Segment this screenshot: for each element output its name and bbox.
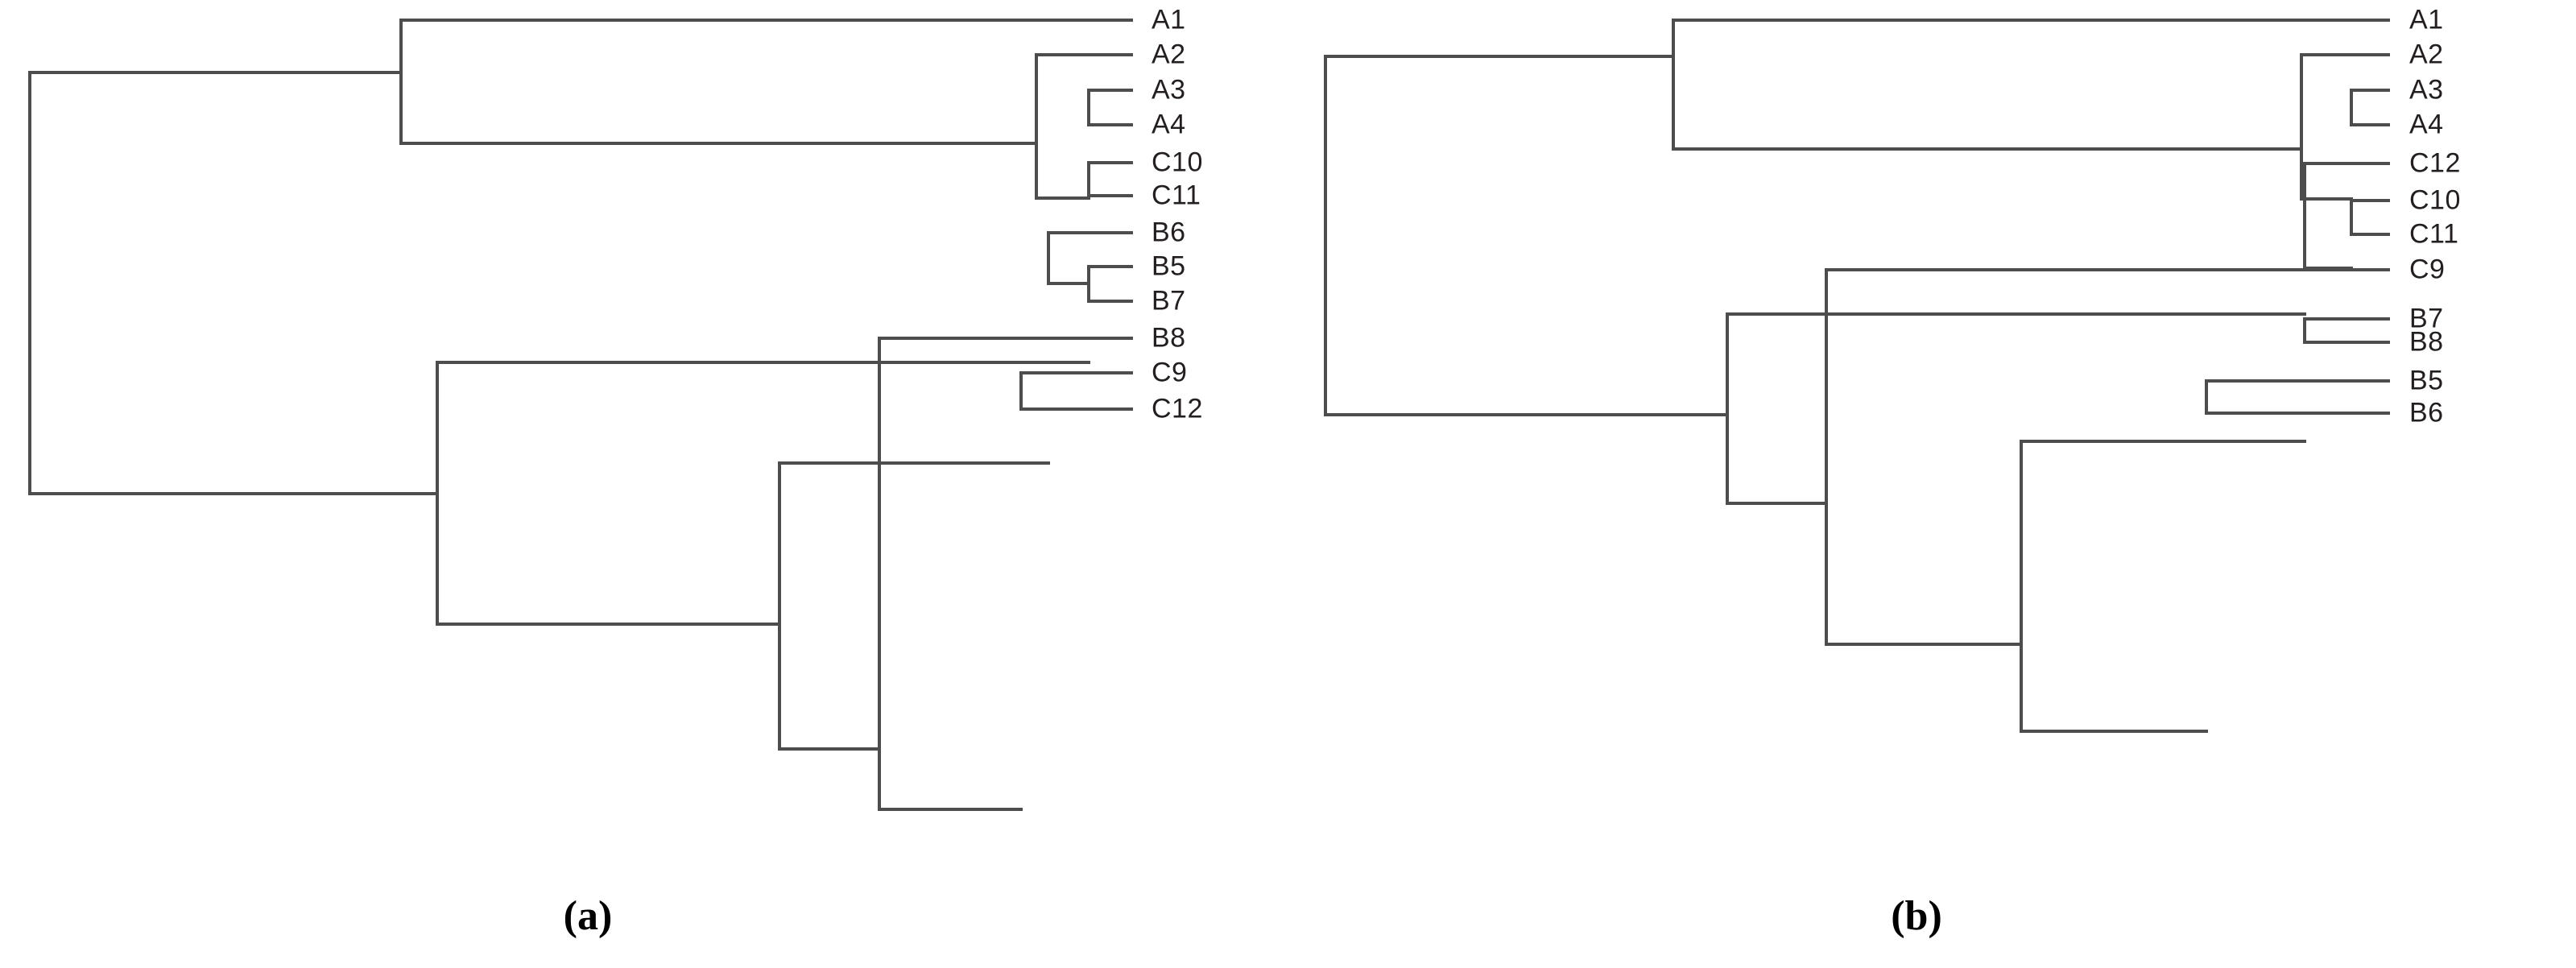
leaf-label-a-4: C10 xyxy=(1152,147,1203,178)
panel-caption-b: (b) xyxy=(1891,893,1942,939)
dendrogram-b-svg xyxy=(1324,19,2390,733)
leaf-label-b-6: C11 xyxy=(2409,218,2459,250)
leaf-label-a-5: C11 xyxy=(1152,180,1201,211)
leaf-label-a-7: B5 xyxy=(1152,250,1186,282)
leaf-label-a-0: A1 xyxy=(1152,4,1186,35)
leaf-label-a-8: B7 xyxy=(1152,285,1186,316)
leaf-label-a-6: B6 xyxy=(1152,217,1186,248)
leaf-label-b-4: C12 xyxy=(2409,147,2461,179)
dendrogram-panel-b: A1 A2 A3 A4 C12 C10 C11 C9 B7 B8 B5 B6 xyxy=(1288,0,2576,870)
leaf-label-a-2: A3 xyxy=(1152,74,1186,105)
leaf-label-b-11: B6 xyxy=(2409,397,2444,428)
leaf-label-b-9: B8 xyxy=(2409,326,2444,358)
leaf-label-a-3: A4 xyxy=(1152,109,1186,140)
dendrogram-panel-a: A1 A2 A3 A4 C10 C11 B6 B5 B7 B8 C9 C12 xyxy=(0,0,1256,870)
panel-caption-a: (a) xyxy=(563,893,613,939)
leaf-label-b-10: B5 xyxy=(2409,365,2444,396)
leaf-label-b-2: A3 xyxy=(2409,74,2444,105)
leaf-label-b-1: A2 xyxy=(2409,39,2444,70)
leaf-label-b-5: C10 xyxy=(2409,184,2461,216)
dendrogram-b-branches xyxy=(1324,19,2390,733)
leaf-label-b-7: C9 xyxy=(2409,254,2446,285)
dendrogram-a-svg xyxy=(28,19,1133,811)
leaf-label-b-3: A4 xyxy=(2409,109,2444,140)
leaf-label-b-8: B7 xyxy=(2409,303,2444,334)
dendrogram-a-branches xyxy=(28,19,1133,811)
leaf-label-b-0: A1 xyxy=(2409,4,2444,35)
leaf-label-a-9: B8 xyxy=(1152,322,1186,354)
leaf-label-a-11: C12 xyxy=(1152,393,1203,424)
leaf-label-a-10: C9 xyxy=(1152,357,1188,388)
leaf-label-a-1: A2 xyxy=(1152,39,1186,70)
